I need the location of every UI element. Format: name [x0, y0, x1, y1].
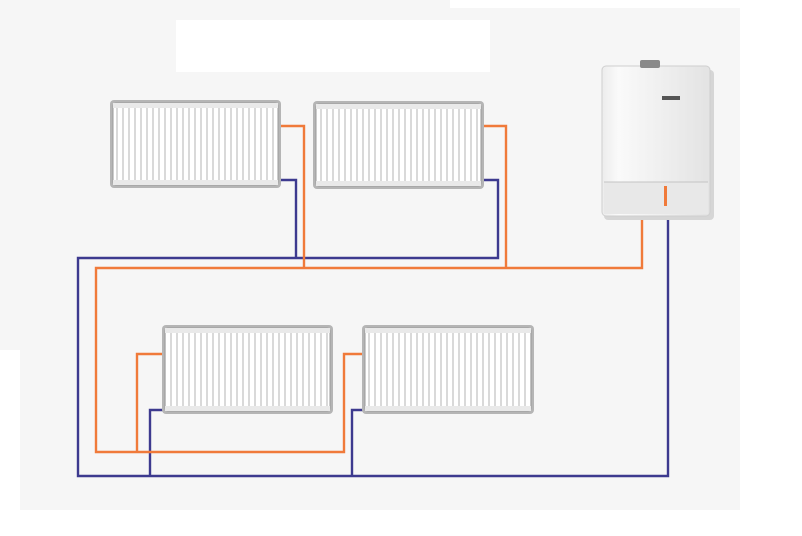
- top-right-blank: [450, 0, 802, 8]
- white-strip-bottom: [0, 510, 802, 536]
- flow-pipe-upper-right: [484, 124, 508, 268]
- radiator-upper-right: [313, 101, 484, 189]
- flow-main-pipe: [94, 214, 644, 454]
- white-strip-left: [0, 350, 20, 536]
- flow-pipe-upper-left: [281, 124, 306, 268]
- title-area-blank: [176, 20, 490, 72]
- flow-pipe-lower-left: [135, 352, 164, 452]
- boiler-logo-icon: [662, 96, 680, 100]
- radiator-upper-left: [110, 100, 281, 188]
- boiler: [601, 60, 714, 220]
- return-pipe-lower-right: [350, 408, 364, 476]
- return-pipe-upper-left: [281, 178, 298, 258]
- return-main-pipe: [76, 178, 670, 478]
- boiler-indicator-icon: [664, 186, 667, 206]
- flow-pipes: [94, 124, 644, 454]
- radiator-lower-left: [162, 325, 333, 414]
- return-pipe-lower-left: [148, 408, 164, 476]
- radiator-lower-right: [362, 325, 534, 414]
- boiler-top-vent: [640, 60, 660, 68]
- white-strip-right: [740, 0, 802, 536]
- return-pipes: [76, 178, 670, 478]
- boiler-lower-panel: [604, 182, 708, 214]
